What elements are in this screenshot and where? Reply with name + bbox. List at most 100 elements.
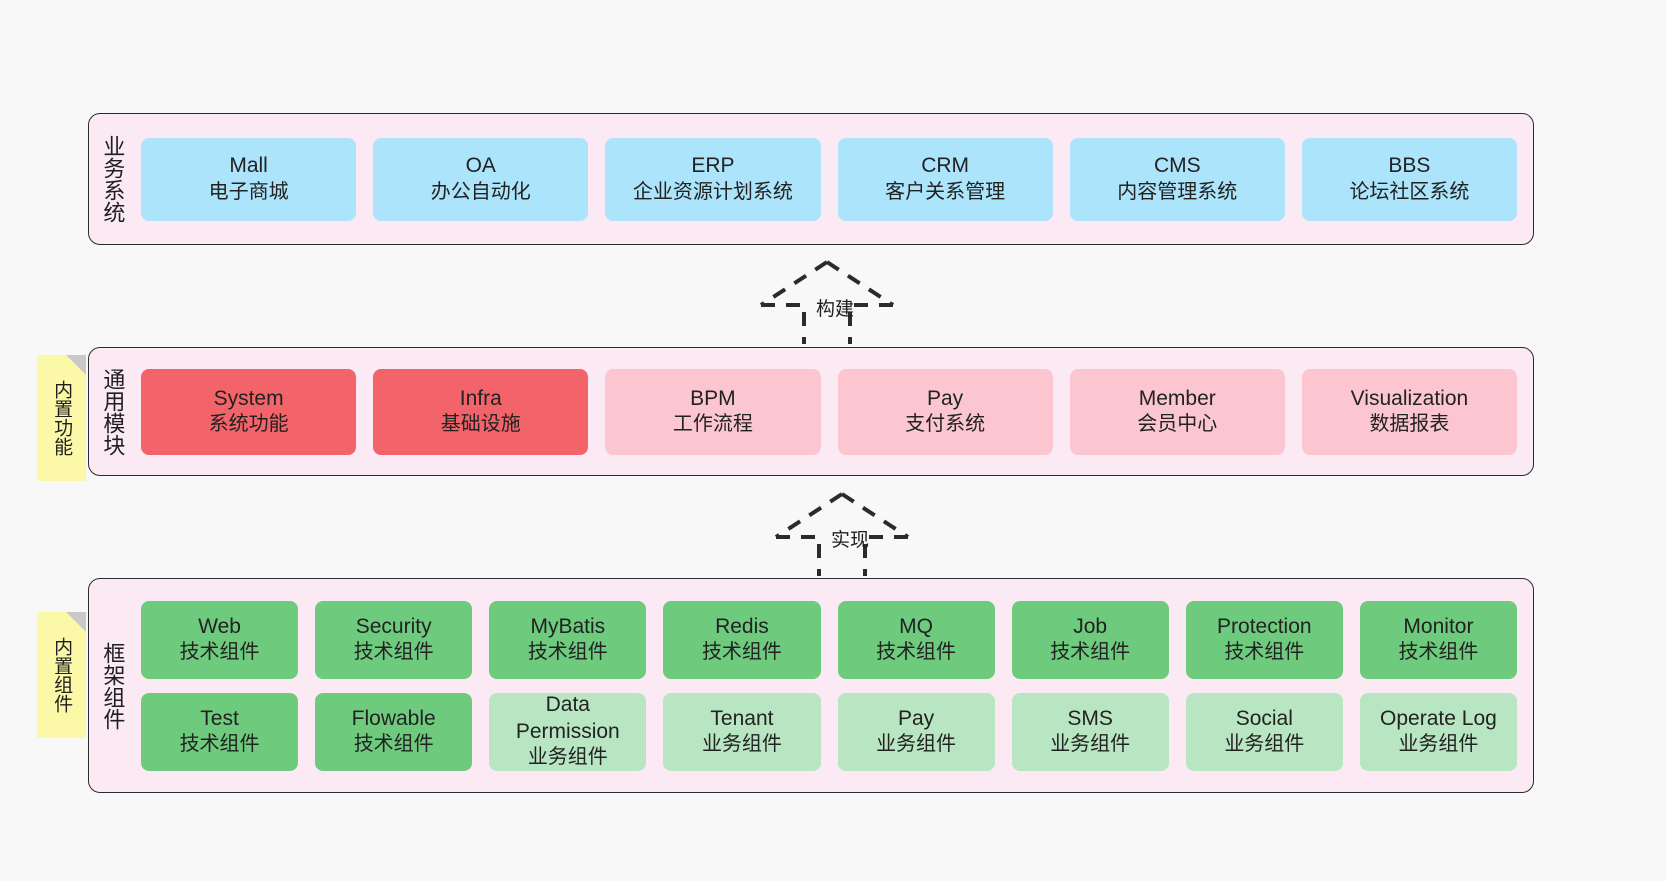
card-web[interactable]: Web 技术组件 <box>141 600 299 679</box>
card-pay-module-subtitle: 支付系统 <box>905 413 986 436</box>
card-bbs[interactable]: BBS 论坛社区系统 <box>1301 137 1518 221</box>
card-pay-module[interactable]: Pay 支付系统 <box>837 368 1053 455</box>
card-row-modules: System 系统功能 Infra 基础设施 BPM 工作流程 Pay 支付系统… <box>141 368 1518 455</box>
card-erp-subtitle: 企业资源计划系统 <box>632 180 793 203</box>
card-web-subtitle: 技术组件 <box>179 641 260 664</box>
card-mq-subtitle: 技术组件 <box>876 641 957 664</box>
card-tenant[interactable]: Tenant 业务组件 <box>663 692 821 771</box>
layer-body-business-system: Mall 电子商城 OA 办公自动化 ERP 企业资源计划系统 CRM 客户关系… <box>135 114 1533 244</box>
card-system-subtitle: 系统功能 <box>208 413 289 436</box>
card-visualization[interactable]: Visualization 数据报表 <box>1301 368 1518 455</box>
card-crm-subtitle: 客户关系管理 <box>885 180 1006 203</box>
card-visualization-title: Visualization <box>1350 386 1469 410</box>
card-pay-component[interactable]: Pay 业务组件 <box>837 692 995 771</box>
card-infra-subtitle: 基础设施 <box>440 413 521 436</box>
card-flowable-subtitle: 技术组件 <box>353 733 434 756</box>
card-redis-title: Redis <box>715 614 769 638</box>
card-oa-title: OA <box>465 154 496 178</box>
card-row-business: Mall 电子商城 OA 办公自动化 ERP 企业资源计划系统 CRM 客户关系… <box>141 137 1518 221</box>
card-data-permission[interactable]: Data Permission 业务组件 <box>489 692 647 771</box>
card-pay-component-subtitle: 业务组件 <box>876 733 957 756</box>
card-oa[interactable]: OA 办公自动化 <box>373 137 589 221</box>
card-member-title: Member <box>1138 386 1216 410</box>
card-mq-title: MQ <box>899 614 933 638</box>
card-flowable[interactable]: Flowable 技术组件 <box>315 692 473 771</box>
card-infra[interactable]: Infra 基础设施 <box>373 368 589 455</box>
card-bpm-title: BPM <box>690 386 736 410</box>
card-row-business-components: Test 技术组件 Flowable 技术组件 Data Permission … <box>141 692 1517 771</box>
card-mq[interactable]: MQ 技术组件 <box>837 600 995 679</box>
card-social-subtitle: 业务组件 <box>1224 733 1305 756</box>
note-fold-corner-icon <box>66 612 86 632</box>
layer-business-system: 业务系统 Mall 电子商城 OA 办公自动化 ERP 企业资源计划系统 CRM <box>88 113 1534 245</box>
note-builtin-feature-label: 内置功能 <box>51 380 73 456</box>
card-security-title: Security <box>355 614 432 638</box>
card-bbs-subtitle: 论坛社区系统 <box>1349 180 1470 203</box>
card-mybatis-title: MyBatis <box>530 614 606 638</box>
card-tenant-title: Tenant <box>710 706 774 730</box>
card-crm[interactable]: CRM 客户关系管理 <box>837 137 1053 221</box>
layer-body-framework-components: Web 技术组件 Security 技术组件 MyBatis 技术组件 Redi… <box>135 579 1533 792</box>
layer-common-modules: 通用模块 System 系统功能 Infra 基础设施 BPM 工作流程 Pay <box>88 347 1534 476</box>
card-oa-subtitle: 办公自动化 <box>430 180 531 203</box>
note-fold-corner-icon <box>66 355 86 375</box>
card-social[interactable]: Social 业务组件 <box>1185 692 1343 771</box>
card-social-title: Social <box>1235 706 1293 730</box>
card-tenant-subtitle: 业务组件 <box>701 733 782 756</box>
card-mall-subtitle: 电子商城 <box>208 180 289 203</box>
card-sms[interactable]: SMS 业务组件 <box>1011 692 1169 771</box>
card-visualization-subtitle: 数据报表 <box>1369 413 1450 436</box>
card-bpm[interactable]: BPM 工作流程 <box>605 368 821 455</box>
layer-title-business-system: 业务系统 <box>100 135 126 223</box>
connector-build-label: 构建 <box>816 299 855 320</box>
card-system[interactable]: System 系统功能 <box>141 368 357 455</box>
layer-body-common-modules: System 系统功能 Infra 基础设施 BPM 工作流程 Pay 支付系统… <box>135 348 1533 475</box>
card-bpm-subtitle: 工作流程 <box>672 413 753 436</box>
card-redis[interactable]: Redis 技术组件 <box>663 600 821 679</box>
card-pay-module-title: Pay <box>927 386 964 410</box>
card-security[interactable]: Security 技术组件 <box>315 600 473 679</box>
layer-title-common-modules: 通用模块 <box>100 367 126 456</box>
card-pay-component-title: Pay <box>897 706 935 730</box>
note-builtin-feature: 内置功能 <box>37 355 86 481</box>
layer-title-framework-components: 框架组件 <box>100 641 126 730</box>
card-cms-subtitle: 内容管理系统 <box>1117 180 1238 203</box>
card-sms-title: SMS <box>1067 706 1113 730</box>
note-builtin-component-label: 内置组件 <box>51 637 73 713</box>
card-test-title: Test <box>200 706 239 730</box>
connector-implement-label: 实现 <box>831 530 870 551</box>
card-monitor-title: Monitor <box>1403 614 1474 638</box>
connector-build-arrow <box>757 258 897 346</box>
card-bbs-title: BBS <box>1388 154 1431 178</box>
card-mall[interactable]: Mall 电子商城 <box>141 137 357 221</box>
card-mybatis[interactable]: MyBatis 技术组件 <box>489 600 647 679</box>
card-job-subtitle: 技术组件 <box>1050 641 1131 664</box>
card-web-title: Web <box>198 614 241 638</box>
card-data-permission-subtitle: 业务组件 <box>527 746 608 769</box>
card-sms-subtitle: 业务组件 <box>1050 733 1131 756</box>
card-erp-title: ERP <box>691 154 735 178</box>
card-operate-log[interactable]: Operate Log 业务组件 <box>1359 692 1517 771</box>
card-monitor[interactable]: Monitor 技术组件 <box>1359 600 1517 679</box>
layer-framework-components: 框架组件 Web 技术组件 Security 技术组件 MyBatis 技术组件… <box>88 578 1534 793</box>
note-builtin-component: 内置组件 <box>37 612 86 738</box>
card-job-title: Job <box>1073 614 1108 638</box>
card-member[interactable]: Member 会员中心 <box>1069 368 1285 455</box>
card-protection[interactable]: Protection 技术组件 <box>1185 600 1343 679</box>
card-test[interactable]: Test 技术组件 <box>141 692 299 771</box>
card-data-permission-title: Data Permission <box>515 693 620 743</box>
card-row-tech-components: Web 技术组件 Security 技术组件 MyBatis 技术组件 Redi… <box>141 600 1517 679</box>
card-cms[interactable]: CMS 内容管理系统 <box>1069 137 1285 221</box>
card-mybatis-subtitle: 技术组件 <box>527 641 608 664</box>
card-operate-log-subtitle: 业务组件 <box>1398 733 1479 756</box>
card-cms-title: CMS <box>1153 154 1201 178</box>
card-job[interactable]: Job 技术组件 <box>1011 600 1169 679</box>
card-member-subtitle: 会员中心 <box>1137 413 1218 436</box>
card-security-subtitle: 技术组件 <box>353 641 434 664</box>
card-erp[interactable]: ERP 企业资源计划系统 <box>605 137 821 221</box>
card-operate-log-title: Operate Log <box>1380 706 1497 730</box>
card-crm-title: CRM <box>921 154 970 178</box>
card-redis-subtitle: 技术组件 <box>701 641 782 664</box>
card-protection-title: Protection <box>1217 614 1312 638</box>
